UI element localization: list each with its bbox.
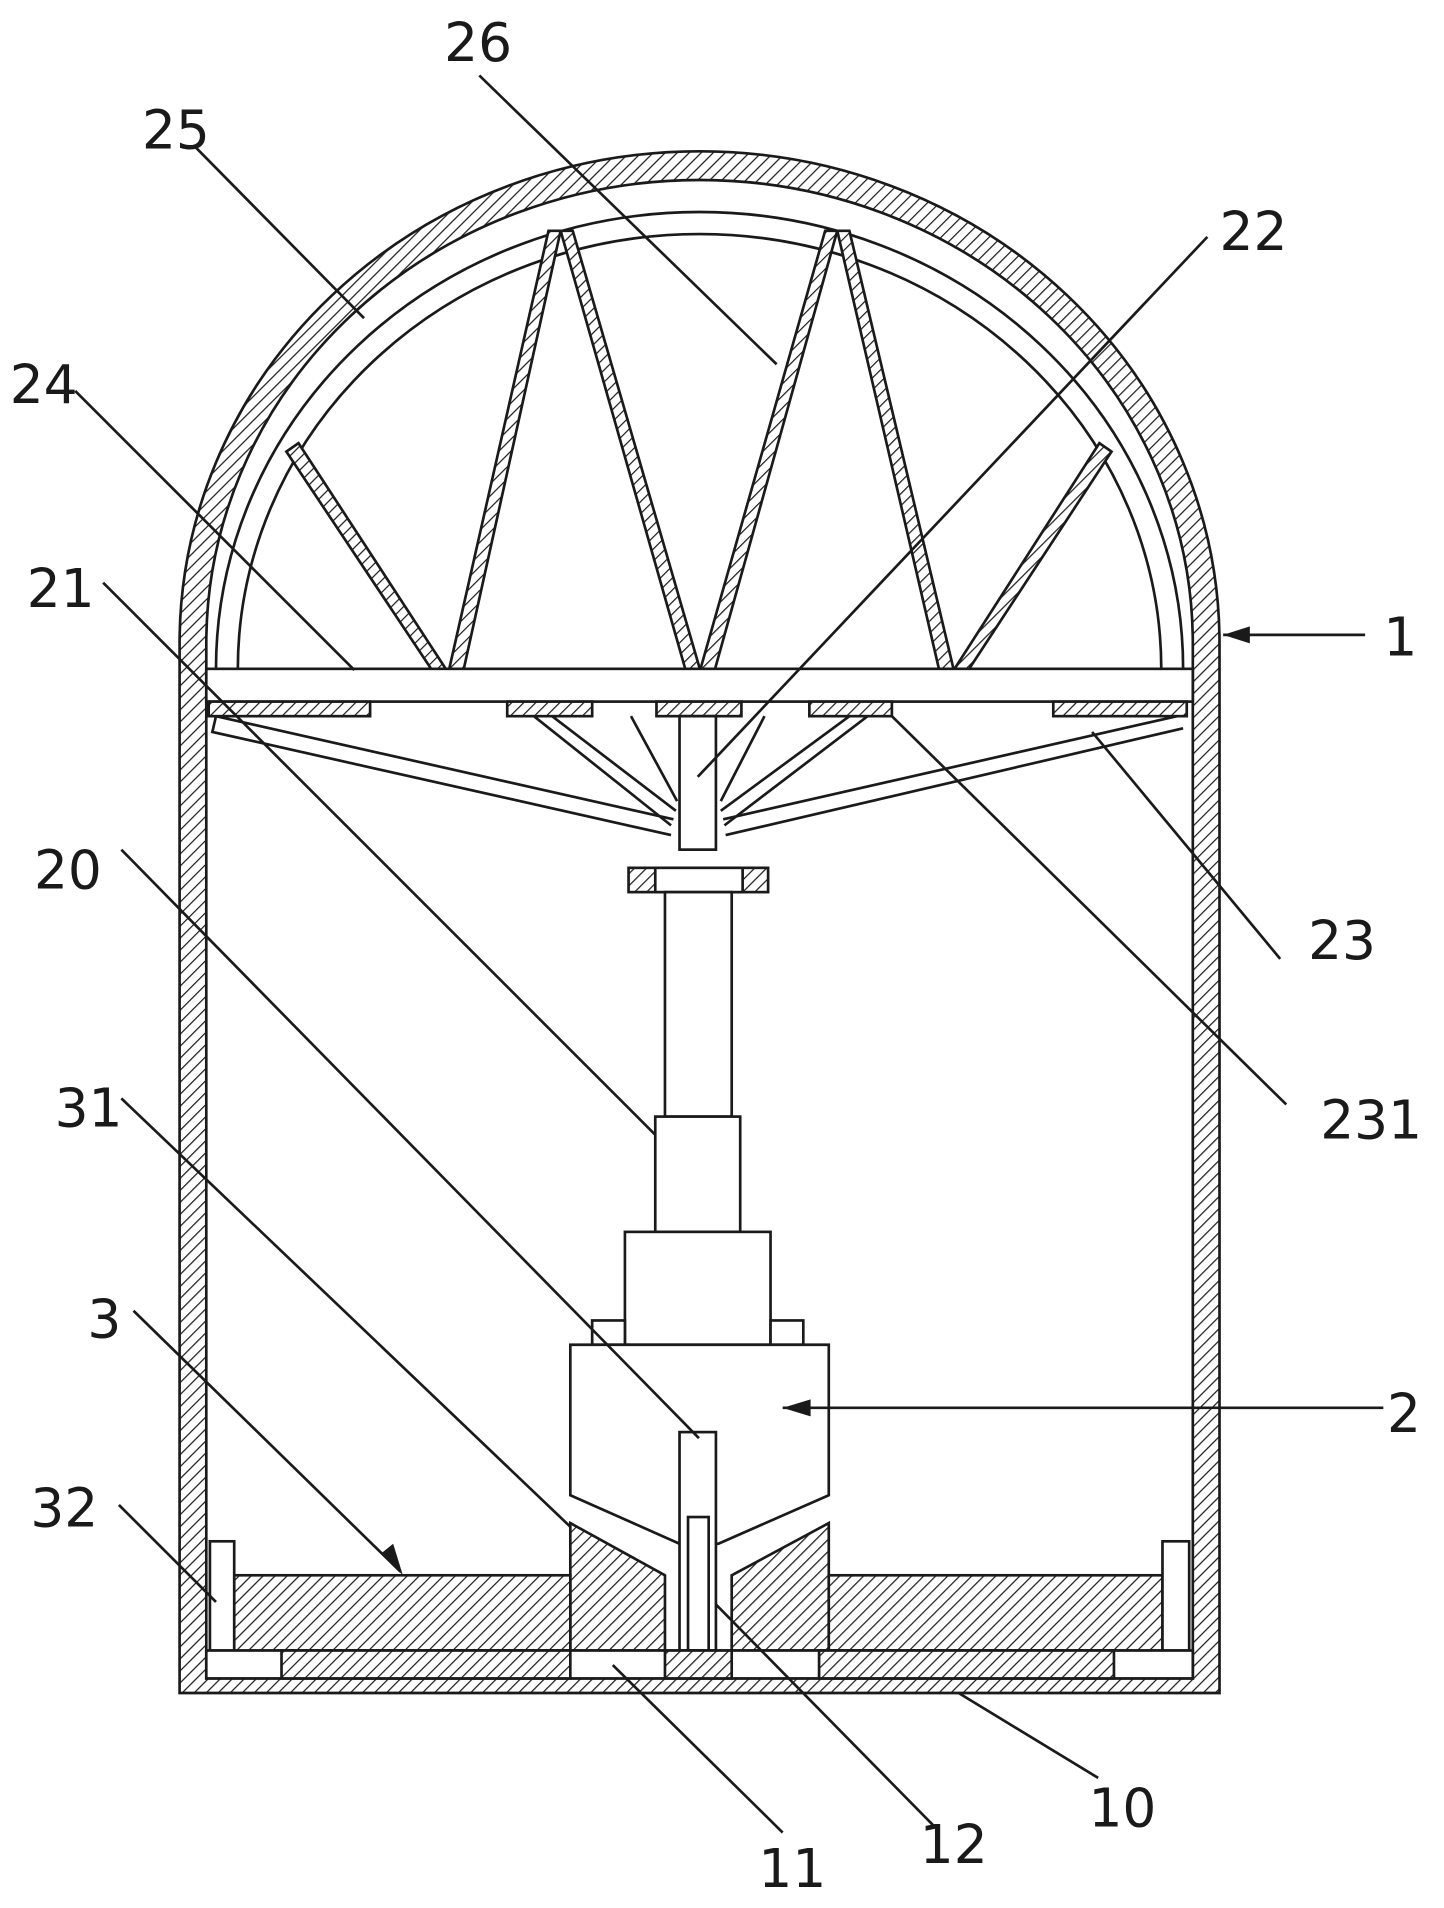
cylinder-mid [655, 1117, 740, 1232]
base-strip-right [819, 1651, 1114, 1679]
post-right [1162, 1541, 1189, 1650]
arc-frame-inner [238, 234, 1161, 669]
cylinder-base [625, 1232, 771, 1345]
label-24: 24 [10, 353, 78, 416]
label-26: 26 [444, 11, 512, 74]
cone-left [570, 1523, 665, 1650]
inner-rod [688, 1517, 709, 1650]
label-2: 2 [1387, 1382, 1421, 1445]
label-20: 20 [34, 838, 102, 901]
tray-right [829, 1575, 1163, 1650]
plates [209, 702, 1187, 717]
label-31: 31 [55, 1076, 123, 1139]
arrow-3 [381, 1544, 403, 1576]
label-32: 32 [30, 1477, 98, 1540]
label-23: 23 [1308, 909, 1376, 972]
label-3: 3 [87, 1287, 121, 1350]
arrow-1 [1223, 626, 1250, 643]
truss [286, 231, 1111, 670]
label-10: 10 [1088, 1776, 1156, 1839]
label-11: 11 [758, 1837, 826, 1900]
tray-left [234, 1575, 570, 1650]
post-left [210, 1541, 234, 1650]
label-231: 231 [1320, 1088, 1422, 1151]
label-1: 1 [1383, 605, 1417, 668]
rod [680, 716, 716, 849]
base-strip-left [282, 1651, 571, 1679]
label-12: 12 [920, 1813, 988, 1876]
cone-right [732, 1523, 829, 1650]
label-25: 25 [142, 98, 210, 161]
base-strip-mid [665, 1651, 732, 1679]
cross-bar [206, 669, 1193, 702]
label-22: 22 [1220, 200, 1288, 263]
label-21: 21 [27, 557, 95, 620]
cylinder-rod [665, 892, 732, 1116]
